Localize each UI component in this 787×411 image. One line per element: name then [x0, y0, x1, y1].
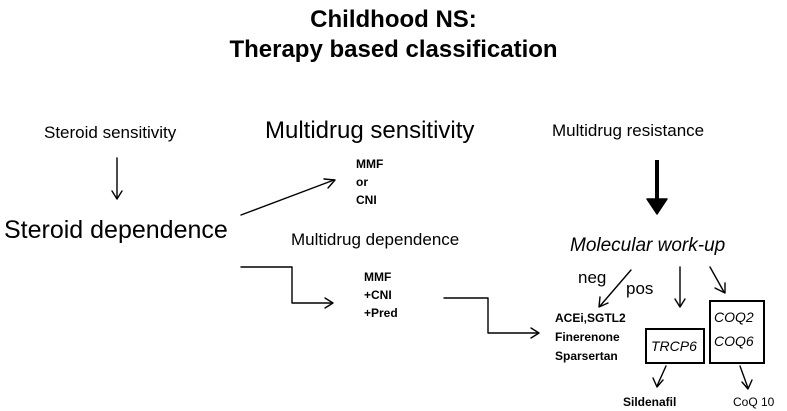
neg-label: neg [578, 268, 607, 287]
multidrug-sensitivity-therapy: MMF or CNI [356, 155, 383, 209]
trcp6-box [645, 328, 705, 364]
treatment-finerenone: Finerenone [555, 330, 620, 344]
arrow-combo-to-neg-treatments [443, 297, 539, 334]
multidrug-dependence-therapy: MMF +CNI +Pred [364, 268, 398, 322]
title-line-2: Therapy based classification [229, 36, 558, 63]
arrow-resistance-to-workup [646, 160, 668, 215]
arrow-dependence-to-mmf-or-cni [240, 179, 335, 216]
molecular-workup-label: Molecular work-up [570, 235, 726, 256]
therapy-mmf: MMF [356, 157, 384, 171]
treatment-sparsertan: Sparsertan [555, 349, 618, 363]
treatment-acei-sgtl2: ACEi,SGTL2 [555, 311, 626, 325]
therapy-cni: CNI [356, 193, 377, 207]
arrow-trcp6-to-sildenafil [656, 365, 667, 387]
therapy-plus-pred: +Pred [364, 306, 398, 320]
pos-label: pos [626, 279, 654, 298]
arrow-neg [599, 269, 632, 307]
arrow-workup-to-coq [709, 266, 725, 293]
sildenafil-label: Sildenafil [623, 395, 677, 409]
therapy-or: or [356, 175, 368, 189]
coq2-label: COQ2 [714, 309, 754, 325]
steroid-dependence-label: Steroid dependence [4, 216, 228, 244]
multidrug-sensitivity-label: Multidrug sensitivity [265, 117, 475, 144]
therapy-mmf-2: MMF [364, 270, 392, 284]
arrow-coq-to-coq10 [739, 365, 749, 389]
arrow-dependence-to-combo [240, 266, 333, 304]
coq-gene-box [709, 300, 765, 364]
multidrug-dependence-label: Multidrug dependence [291, 230, 460, 249]
coq10-label: CoQ 10 [733, 395, 775, 409]
therapy-plus-cni: +CNI [364, 288, 392, 302]
trcp6-label: TRCP6 [651, 338, 697, 354]
multidrug-resistance-label: Multidrug resistance [552, 121, 705, 140]
neg-treatment-list: ACEi,SGTL2 Finerenone Sparsertan [555, 309, 626, 366]
steroid-sensitivity-label: Steroid sensitivity [44, 123, 177, 142]
coq6-label: COQ6 [714, 333, 754, 349]
title-line-1: Childhood NS: [310, 6, 477, 33]
